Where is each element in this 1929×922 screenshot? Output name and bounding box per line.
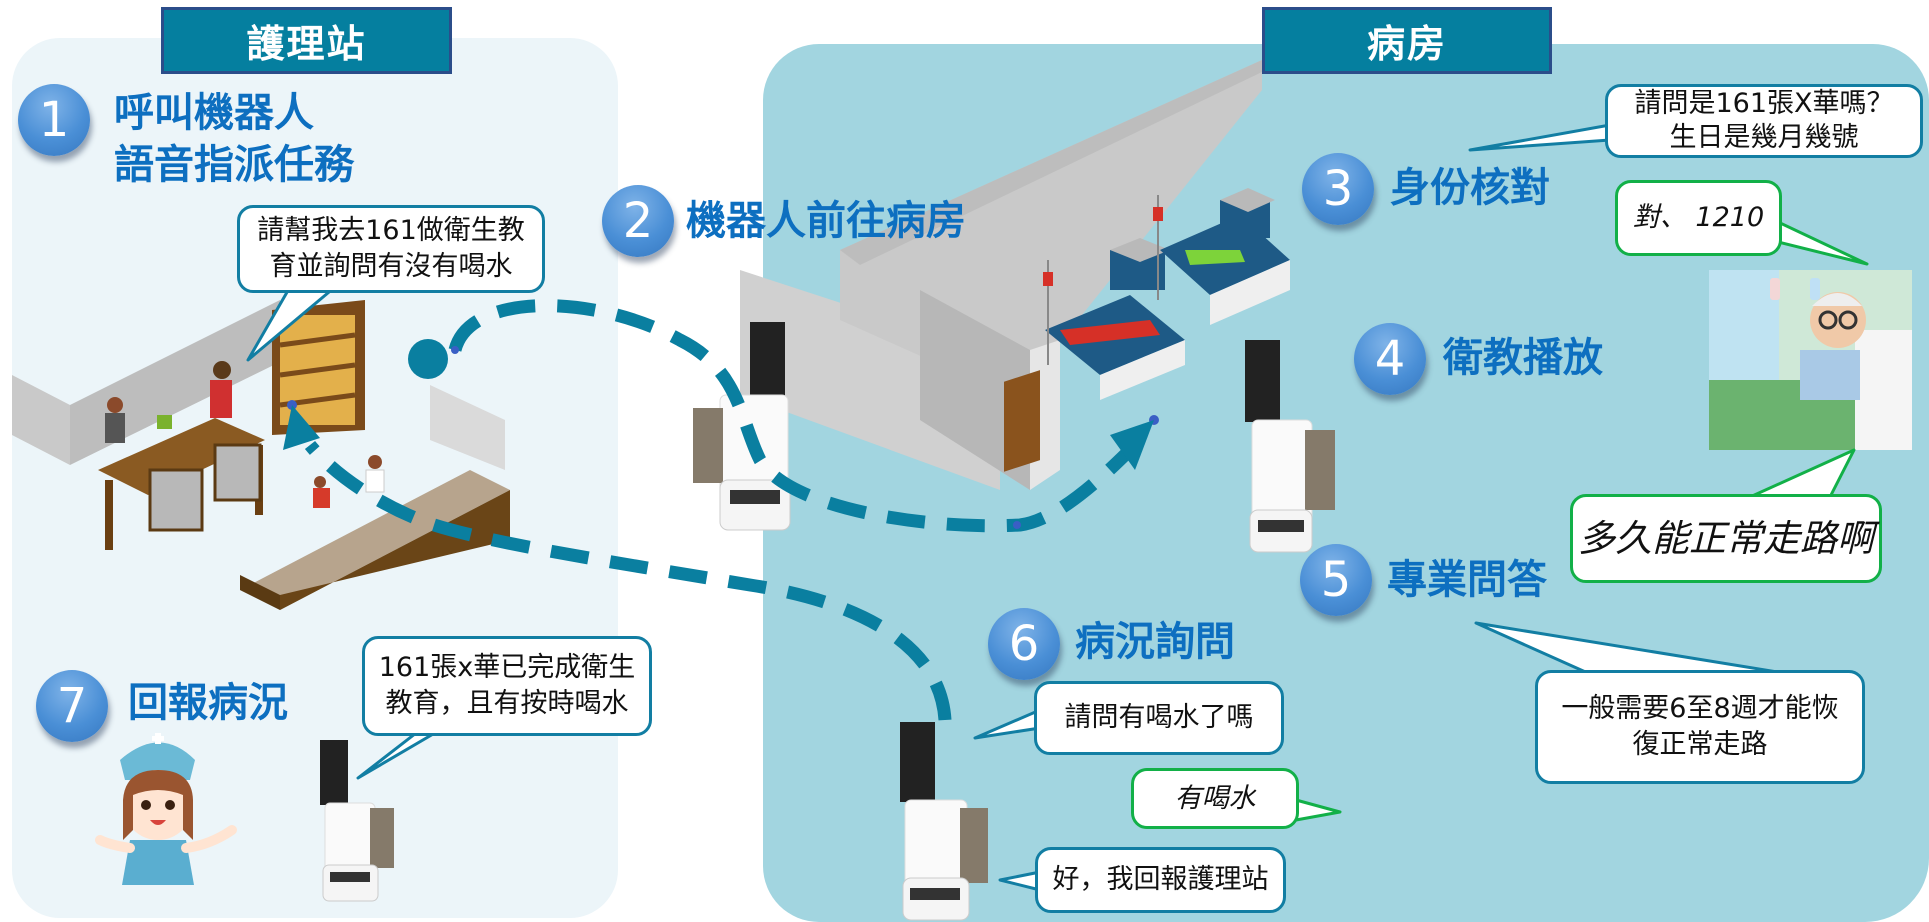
nurse-station-banner: 護理站 (161, 7, 452, 74)
patient-question-bubble: 多久能正常走路啊 (1570, 494, 1882, 583)
path-node (1013, 521, 1021, 529)
bubble-text: 請幫我去161做衛生教 (257, 215, 525, 246)
step-1-title-line1: 呼叫機器人 (114, 90, 314, 136)
robot-will-report-bubble: 好，我回報護理站 (1035, 847, 1286, 913)
nurse-illustration (95, 733, 237, 885)
nurse-station-panel (12, 38, 618, 918)
bubble-tail (973, 708, 1042, 740)
step-7-title: 回報病況 (128, 680, 288, 726)
step-6-badge: 6 (988, 608, 1060, 680)
robot-ask-water-bubble: 請問有喝水了嗎 (1034, 681, 1284, 755)
step-4-title: 衛教播放 (1443, 335, 1603, 381)
patient-water-answer-bubble: 有喝水 (1131, 768, 1299, 829)
robot-illustration (1245, 340, 1335, 553)
bubble-text: 教育，且有按時喝水 (385, 688, 629, 719)
bubble-text: 一般需要6至8週才能恢 (1561, 693, 1839, 724)
path-to-ward (448, 299, 1145, 533)
bubble-text: 育並詢問有沒有喝水 (269, 251, 513, 282)
bubble-text: 多久能正常走路啊 (1578, 516, 1874, 560)
bubble-tail (1776, 220, 1869, 266)
bubble-tail (246, 285, 337, 362)
bubble-text: 161張x華已完成衛生 (378, 652, 636, 683)
nurse-request-bubble: 請幫我去161做衛生教 育並詢問有沒有喝水 (237, 205, 545, 293)
step-1-badge: 1 (18, 84, 90, 156)
bubble-text: 請問有喝水了嗎 (1064, 702, 1254, 733)
bubble-tail (1294, 798, 1342, 822)
patient-identity-answer-bubble: 對、 1210 (1615, 180, 1782, 256)
robot-answer-bubble: 一般需要6至8週才能恢 復正常走路 (1535, 670, 1865, 784)
bubble-tail (356, 728, 442, 780)
bubble-tail (998, 870, 1042, 892)
bubble-text: 復正常走路 (1632, 729, 1768, 760)
step-4-badge: 4 (1354, 323, 1426, 395)
ward-banner: 病房 (1262, 7, 1552, 74)
bubble-text: 生日是幾月幾號 (1669, 122, 1859, 153)
step-2-title: 機器人前往病房 (686, 198, 966, 244)
path-node (451, 346, 459, 354)
bubble-tail (1468, 123, 1612, 152)
bubble-text: 請問是161張X華嗎？ (1634, 88, 1894, 119)
patient-image (1709, 270, 1912, 450)
step-1-title-line2: 語音指派任務 (114, 142, 354, 188)
robot-illustration (900, 722, 988, 921)
step-5-badge: 5 (1300, 544, 1372, 616)
robot-report-bubble: 161張x華已完成衛生 教育，且有按時喝水 (362, 636, 652, 736)
bubble-text: 好，我回報護理站 (1052, 864, 1269, 895)
step-3-badge: 3 (1302, 153, 1374, 225)
step-5-title: 專業問答 (1387, 557, 1547, 603)
arrowhead-icon (1110, 420, 1154, 470)
robot-identity-question-bubble: 請問是161張X華嗎？ 生日是幾月幾號 (1605, 84, 1923, 158)
step-7-badge: 7 (36, 670, 108, 742)
step-2-badge: 2 (602, 185, 674, 257)
bubble-tail (1474, 621, 1792, 676)
robot-illustration (320, 740, 394, 902)
bubble-tail (1748, 448, 1856, 499)
bubble-text: 有喝水 (1174, 782, 1256, 814)
step-6-title: 病況詢問 (1075, 619, 1235, 665)
ward-scene (740, 60, 1290, 490)
arrowhead-icon (283, 405, 320, 450)
step-3-title: 身份核對 (1390, 165, 1550, 211)
start-point-marker (408, 339, 448, 379)
bubble-text: 對、 1210 (1632, 202, 1765, 233)
